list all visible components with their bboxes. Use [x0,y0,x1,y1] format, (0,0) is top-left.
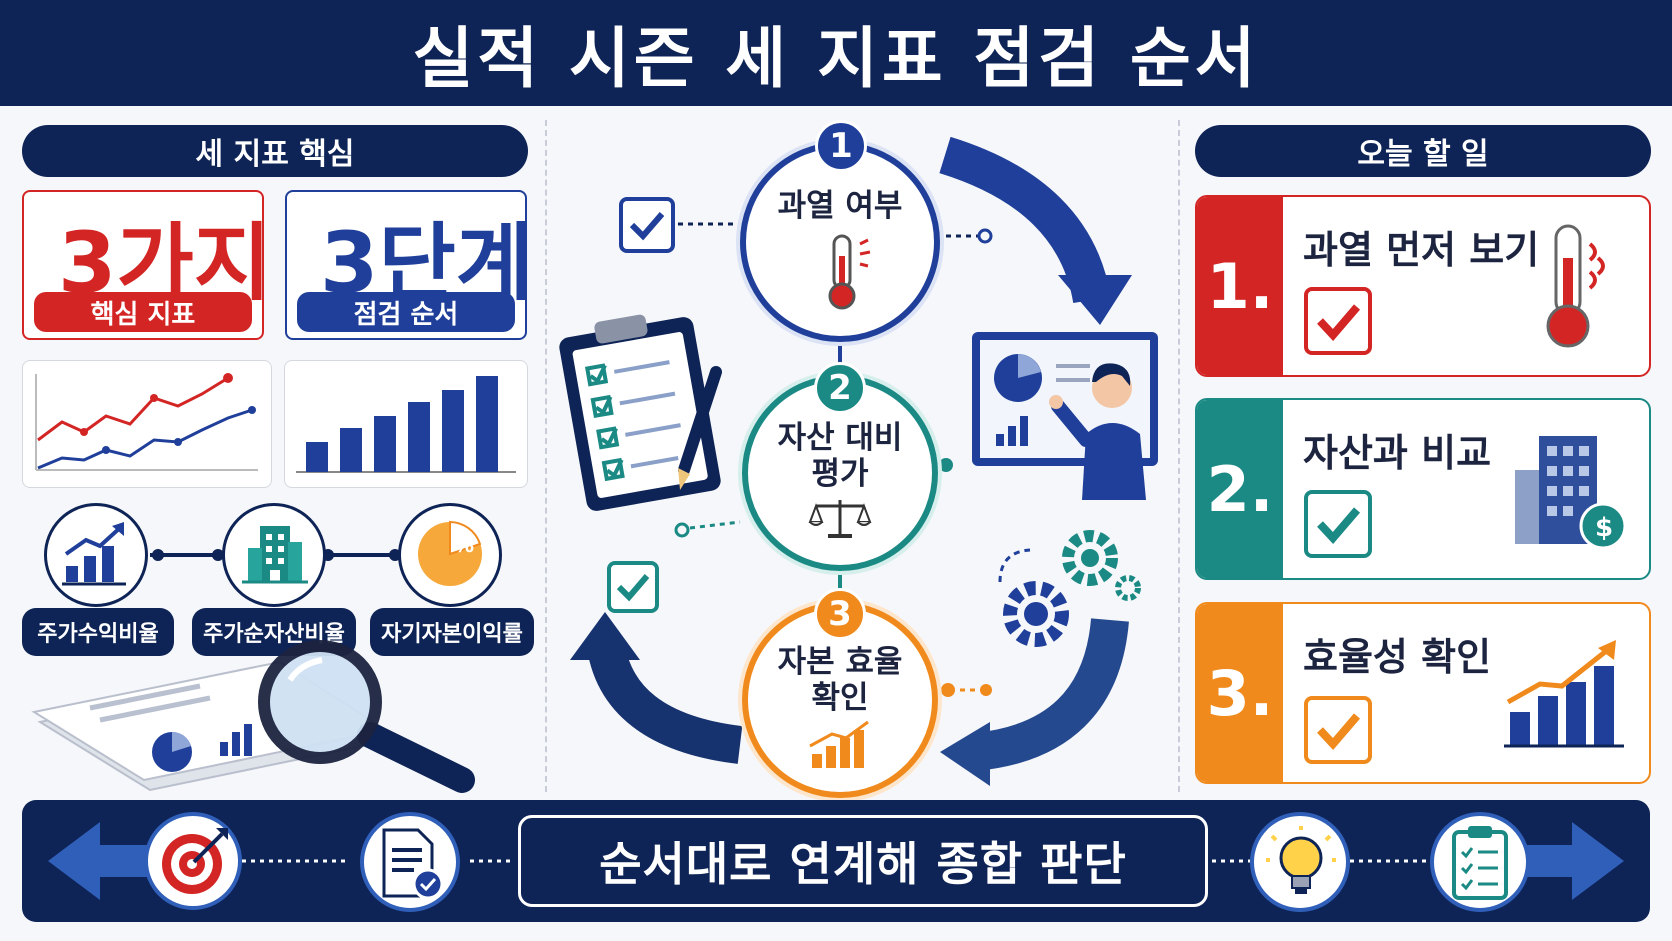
document-check-icon [382,828,444,900]
step-2-label-1: 자산 대비 [777,420,903,456]
step-2-circle [742,375,938,571]
lightbulb-icon [1266,826,1336,894]
svg-text:%: % [454,533,474,557]
task-1-number: 1. [1197,197,1283,375]
building-icon [242,526,308,584]
growth-chart-icon [62,522,126,586]
metric-label-per: 주가수익비율 [22,608,174,656]
page-title: 실적 시즌 세 지표 점검 순서 [412,20,1260,97]
line-chart-icon [35,373,258,471]
task-1: 1. 과열 먼저 보기 [1195,195,1651,377]
left-header: 세 지표 핵심 [22,125,528,177]
presenter-board-icon [972,332,1158,500]
step-2-label-2: 평가 [811,456,869,492]
task-2-number: 2. [1197,400,1283,578]
svg-text:$: $ [1595,513,1613,543]
step-3-badge: 3 [814,588,866,640]
bar-chart-icon [296,376,516,473]
gears-icon [998,530,1141,647]
thermometer-icon [828,234,871,310]
clipboard-checklist-icon [559,314,722,511]
scale-icon [808,500,872,538]
checkbox-icon [607,561,659,613]
percent-pie-icon: % [418,520,482,586]
bottom-summary: 순서대로 연계해 종합 판단 [518,815,1208,907]
checkbox-icon [1304,696,1372,764]
growth-bars-icon [809,720,869,768]
cycle-arrows [570,136,1132,786]
task-3-number: 3. [1197,604,1283,782]
task-1-label: 과열 먼저 보기 [1303,228,1540,272]
target-icon [162,828,228,894]
growth-chart-icon [1504,640,1624,748]
task-2-label: 자산과 비교 [1303,431,1492,475]
task-3: 3. 효율성 확인 [1195,602,1651,784]
divider-left [545,120,547,792]
step-1-label: 과열 여부 [777,188,903,224]
checkbox-icon [1304,287,1372,355]
card-three-steps-tag: 점검 순서 [297,292,515,332]
step-1-badge: 1 [815,120,867,172]
title-bar: 실적 시즌 세 지표 점검 순서 [0,0,1672,106]
card-three-metrics-tag: 핵심 지표 [34,292,252,332]
report-magnifier-illustration [31,640,475,793]
checkbox-icon [619,197,675,253]
building-dollar-icon: $ [1515,436,1627,550]
step-3-label-2: 확인 [811,680,869,716]
task-3-label: 효율성 확인 [1303,635,1492,679]
checkbox-icon [1304,490,1372,558]
right-header: 오늘 할 일 [1195,125,1651,177]
thermometer-icon [1546,224,1605,348]
divider-right [1178,120,1180,792]
metric-label-roe: 자기자본이익률 [370,608,534,656]
step-3-label-1: 자본 효율 [777,644,903,680]
per-circle [44,503,148,607]
clipboard-checklist-icon [1452,826,1508,900]
step-2-badge: 2 [814,362,866,414]
